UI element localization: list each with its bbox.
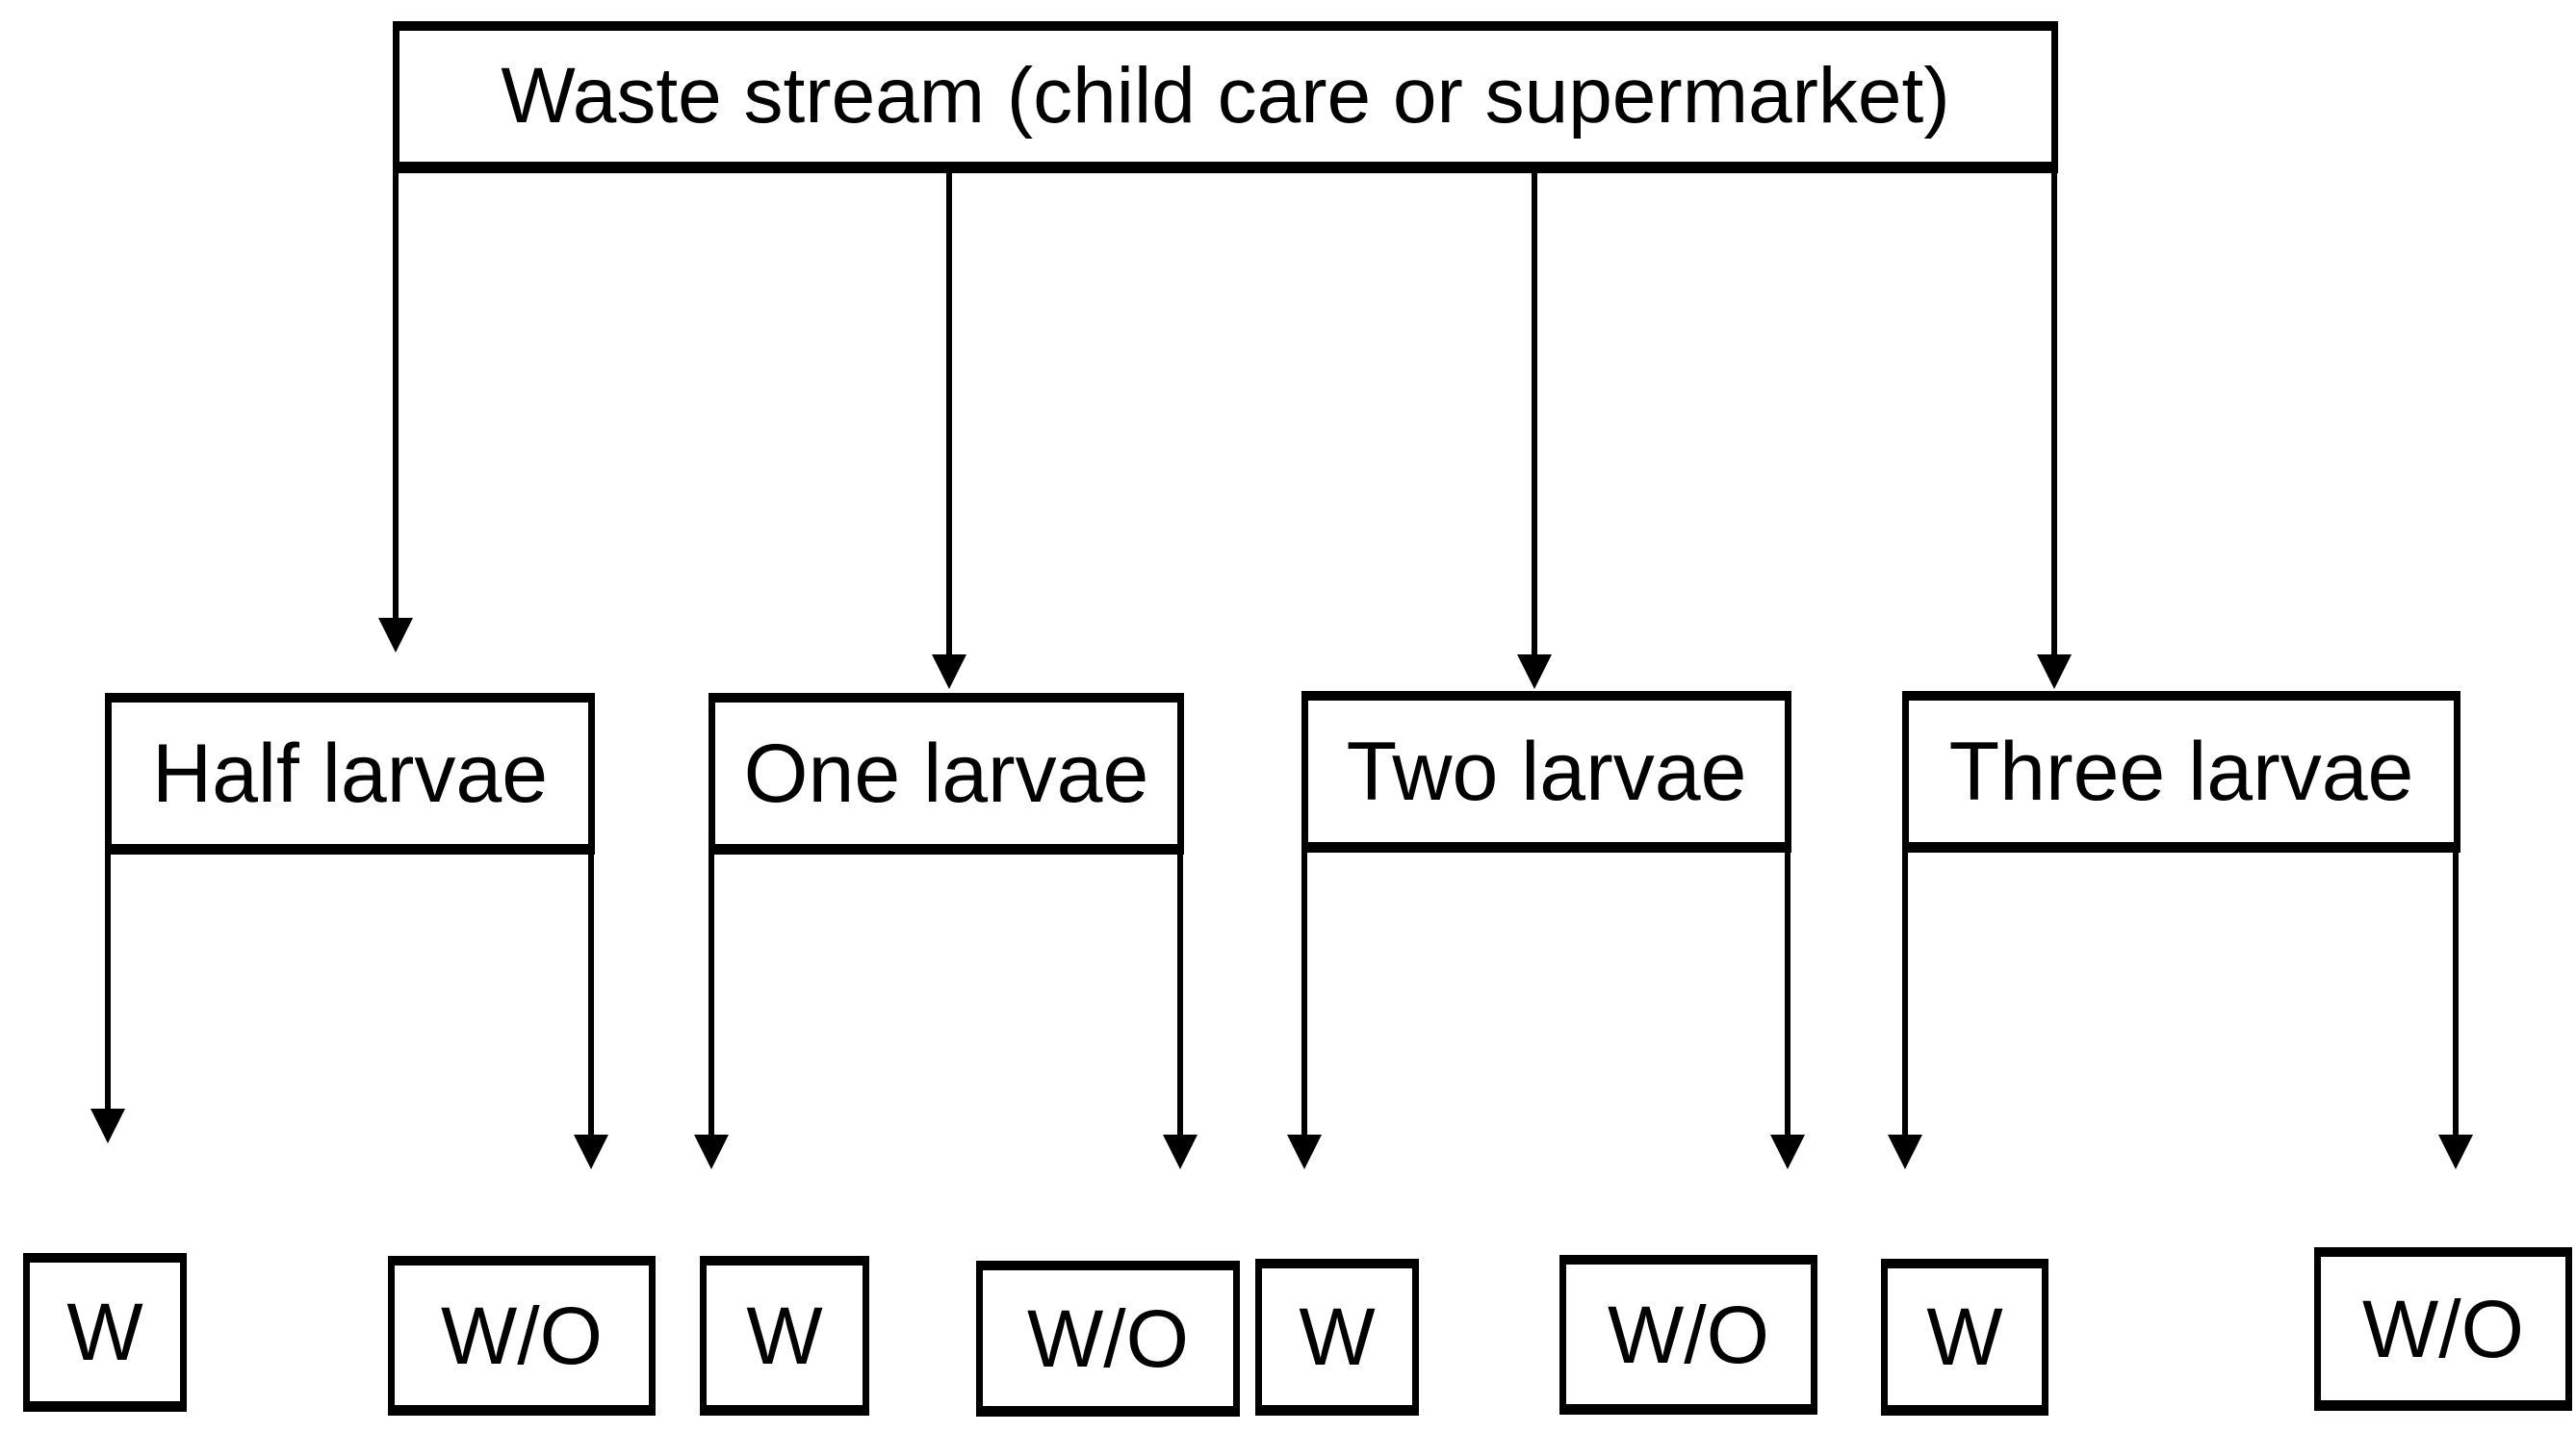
outcome-box-w-3: W [1255, 1259, 1419, 1416]
outcome-label: W [1926, 1291, 2003, 1382]
root-box-waste-stream: Waste stream (child care or supermarket) [393, 21, 2058, 173]
down-arrowhead-icon [2438, 1135, 2473, 1169]
down-arrowhead-icon [574, 1135, 608, 1169]
down-arrowhead-icon [378, 618, 413, 652]
treatment-label: Half larvae [151, 727, 549, 820]
outcome-box-wo-4: W/O [2314, 1247, 2572, 1411]
connector-line [588, 855, 594, 1135]
outcome-label: W/O [1608, 1289, 1769, 1380]
connector-line [1177, 855, 1183, 1135]
connector-line [1532, 173, 1537, 654]
down-arrowhead-icon [1163, 1135, 1198, 1169]
down-arrowhead-icon [1517, 654, 1552, 689]
down-arrowhead-icon [694, 1135, 729, 1169]
connector-line [393, 173, 399, 618]
treatment-box-two-larvae: Two larvae [1301, 691, 1791, 853]
connector-line [105, 855, 111, 1109]
connector-line [708, 855, 714, 1135]
treatment-label: One larvae [743, 727, 1149, 820]
outcome-box-w-1: W [23, 1253, 187, 1412]
outcome-box-wo-1: W/O [388, 1256, 656, 1416]
treatment-box-half-larvae: Half larvae [105, 693, 595, 855]
connector-line [2453, 853, 2459, 1135]
root-label: Waste stream (child care or supermarket) [501, 52, 1950, 140]
connector-line [1301, 853, 1307, 1135]
outcome-label: W/O [441, 1290, 603, 1381]
down-arrowhead-icon [90, 1109, 125, 1143]
outcome-box-w-2: W [700, 1256, 869, 1416]
treatment-box-three-larvae: Three larvae [1902, 691, 2460, 853]
outcome-box-wo-3: W/O [1559, 1255, 1817, 1415]
down-arrowhead-icon [932, 654, 966, 689]
down-arrowhead-icon [1770, 1135, 1805, 1169]
outcome-label: W [746, 1290, 823, 1381]
down-arrowhead-icon [2037, 654, 2072, 689]
outcome-label: W [1299, 1291, 1376, 1382]
down-arrowhead-icon [1888, 1135, 1922, 1169]
treatment-box-one-larvae: One larvae [708, 693, 1184, 855]
connector-line [1902, 853, 1908, 1135]
outcome-label: W [66, 1287, 143, 1377]
connector-line [2051, 173, 2057, 654]
outcome-box-wo-2: W/O [976, 1261, 1240, 1417]
treatment-label: Two larvae [1346, 725, 1747, 818]
outcome-box-w-4: W [1881, 1259, 2048, 1416]
outcome-label: W/O [1027, 1292, 1189, 1384]
treatment-label: Three larvae [1948, 725, 2414, 818]
outcome-label: W/O [2362, 1283, 2524, 1374]
connector-line [1785, 853, 1790, 1135]
connector-line [946, 173, 952, 654]
down-arrowhead-icon [1287, 1135, 1322, 1169]
